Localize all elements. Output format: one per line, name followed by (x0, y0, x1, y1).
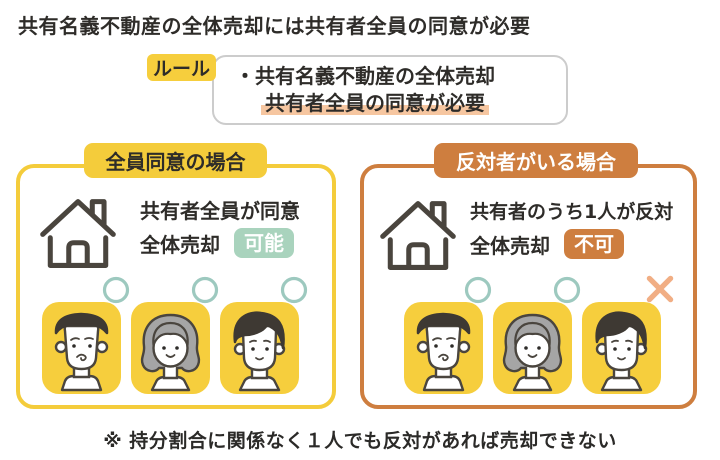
agree-circle-icon (553, 276, 581, 304)
owner-young-person (220, 276, 308, 394)
owner-man (404, 276, 492, 394)
result-badge-impossible: 不可 (564, 229, 624, 259)
panel-header-unanimous: 全員同意の場合 (84, 143, 267, 178)
rule-text-line2-highlighted: 共有者全員の同意が必要 (261, 91, 489, 115)
owner-young-person-objecting (582, 275, 674, 394)
avatar-man-icon (42, 302, 121, 394)
action-row: 全体売却 不可 (470, 229, 624, 259)
oppose-cross-icon (646, 275, 674, 303)
action-text: 全体売却 (470, 233, 550, 258)
footnote: ※ 持分割合に関係なく１人でも反対があれば売却できない (103, 430, 617, 452)
house-icon (36, 192, 120, 270)
avatar-man-icon (404, 302, 483, 394)
rule-label: ルール (147, 54, 216, 81)
owner-elder-woman (493, 276, 581, 394)
agree-circle-icon (191, 276, 219, 304)
page-title: 共有名義不動産の全体売却には共有者全員の同意が必要 (18, 14, 531, 38)
agree-circle-icon (280, 276, 308, 304)
avatar-elder-woman-icon (131, 302, 210, 394)
action-row: 全体売却 可能 (140, 228, 294, 258)
house-icon (376, 194, 460, 272)
owner-avatars (404, 275, 674, 394)
agree-circle-icon (102, 276, 130, 304)
owner-man (42, 276, 130, 394)
rule-text-line1: ・共有名義不動産の全体売却 (235, 64, 495, 88)
panel-header-objector: 反対者がいる場合 (434, 143, 638, 178)
avatar-person-icon (582, 302, 661, 394)
avatar-elder-woman-icon (493, 302, 572, 394)
condition-text: 共有者全員が同意 (140, 199, 300, 223)
avatar-person-icon (220, 302, 299, 394)
condition-text: 共有者のうち1人が反対 (470, 201, 674, 223)
action-text: 全体売却 (140, 232, 220, 257)
owner-avatars (42, 276, 308, 394)
owner-elder-woman (131, 276, 219, 394)
result-badge-possible: 可能 (234, 228, 294, 258)
panel-objector: 共有者のうち1人が反対 全体売却 不可 (360, 164, 697, 409)
panel-unanimous: 共有者全員が同意 全体売却 可能 (16, 164, 336, 409)
agree-circle-icon (464, 276, 492, 304)
